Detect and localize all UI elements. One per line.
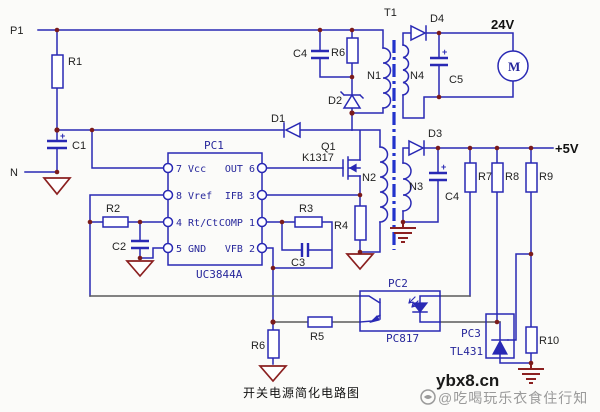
watermark-tagline: @吃喝玩乐衣食住行知	[438, 390, 588, 406]
capacitor-c3: C3	[291, 243, 310, 269]
winding-n1-label: N1	[367, 70, 381, 82]
winding-n4	[402, 44, 410, 96]
pin-comp: COMP 1	[219, 218, 255, 229]
winding-n2-label: N2	[362, 172, 376, 184]
svg-text:+: +	[441, 162, 446, 172]
winding-n4-label: N4	[410, 70, 424, 82]
resistor-r10-label: R10	[539, 335, 559, 347]
resistor-r9-label: R9	[539, 171, 553, 183]
motor-m: M	[497, 50, 529, 82]
capacitor-c3-label: C3	[291, 257, 305, 269]
resistor-r10: R10	[525, 326, 559, 354]
ground-symbols	[42, 177, 544, 384]
mosfet-q1-part: K1317	[302, 152, 334, 164]
winding-n3	[402, 162, 412, 212]
diode-d2-label: D2	[328, 95, 342, 107]
optocoupler-pc2: PC2 PC817	[359, 277, 441, 345]
regulator-pc3-name: PC3	[461, 327, 481, 340]
capacitor-c4-top: C4	[293, 48, 329, 60]
regulator-pc3-part: TL431	[450, 345, 483, 358]
ground-r4	[345, 253, 375, 271]
capacitor-c1: + C1	[47, 131, 86, 152]
gray-wiring	[89, 295, 501, 323]
ic-pc1-name: PC1	[204, 139, 224, 152]
capacitor-c5: + C5	[430, 47, 463, 86]
pin-vcc: 7 Vcc	[176, 164, 206, 175]
diode-d1: D1	[271, 113, 301, 139]
earth-ground-r10	[518, 363, 544, 384]
terminal-p1-label: P1	[10, 25, 23, 37]
diode-d4: D4	[410, 13, 444, 42]
capacitor-c2-label: C2	[112, 241, 126, 253]
resistor-r6-bottom-label: R6	[251, 340, 265, 352]
resistor-r4-label: R4	[334, 220, 348, 232]
resistor-r5-label: R5	[310, 331, 324, 343]
resistor-r8-label: R8	[505, 171, 519, 183]
junction-dots	[54, 27, 534, 366]
watermark-site: ybx8.cn	[436, 371, 499, 390]
diode-d2: D2	[328, 90, 365, 109]
regulator-pc3: PC3 TL431	[450, 313, 515, 359]
rail-5v-label: +5V	[555, 141, 579, 156]
ic-pc1-part: UC3844A	[196, 268, 243, 281]
resistor-r9: R9	[525, 162, 553, 193]
resistor-r7: R7	[464, 162, 492, 193]
winding-n2	[379, 146, 389, 223]
optocoupler-pc2-name: PC2	[388, 277, 408, 290]
diode-d1-label: D1	[271, 113, 285, 125]
winding-n1	[382, 47, 392, 109]
watermark-icon	[420, 389, 436, 405]
diode-d3-label: D3	[428, 128, 442, 140]
resistor-r1: R1	[51, 54, 82, 89]
motor-label: M	[508, 59, 520, 74]
wiring	[24, 29, 554, 365]
winding-n3-label: N3	[409, 181, 423, 193]
resistor-r1-label: R1	[68, 56, 82, 68]
resistor-r7-label: R7	[478, 171, 492, 183]
pin-vfb: VFB 2	[225, 244, 255, 255]
schematic-title: 开关电源简化电路图	[243, 385, 360, 400]
ic-pc1: PC1 UC3844A 7 Vcc 8 Vref 4 Rt/Ct 5 GND O…	[162, 139, 268, 281]
ground-c1	[42, 177, 72, 196]
mosfet-q1-label: Q1	[321, 141, 336, 153]
pin-vref: 8 Vref	[176, 191, 212, 202]
diode-d3: D3	[408, 128, 442, 157]
capacitor-c2: C2	[112, 239, 149, 253]
pin-gnd: 5 GND	[176, 244, 206, 255]
terminal-n-label: N	[10, 167, 18, 179]
capacitor-c4-secondary-label: C4	[445, 191, 459, 203]
transformer-label: T1	[384, 7, 397, 19]
capacitor-c5-label: C5	[449, 74, 463, 86]
svg-text:+: +	[60, 131, 65, 141]
pin-ifb: IFB 3	[225, 191, 255, 202]
optocoupler-pc2-part: PC817	[386, 332, 419, 345]
pin-rtct: 4 Rt/Ct	[176, 218, 218, 229]
rail-24v-label: 24V	[491, 17, 514, 32]
resistor-r5: R5	[307, 316, 333, 343]
pin-out: OUT 6	[225, 164, 255, 175]
resistor-r2-label: R2	[106, 203, 120, 215]
svg-text:+: +	[442, 47, 447, 57]
resistor-r4: R4	[334, 205, 367, 241]
resistor-r3: R3	[294, 203, 323, 228]
mosfet-q1: Q1 K1317	[302, 141, 361, 180]
resistor-r6-top: R6	[331, 37, 359, 64]
earth-ground-n3	[390, 222, 416, 243]
diode-d4-label: D4	[430, 13, 444, 25]
capacitor-c1-label: C1	[72, 140, 86, 152]
resistor-r6-top-label: R6	[331, 47, 345, 59]
resistor-r8: R8	[491, 162, 519, 193]
transformer-t1: T1 N1 N2 N3 N4	[362, 7, 424, 250]
capacitor-c4-secondary: + C4	[429, 162, 459, 203]
ground-r6	[258, 365, 288, 383]
resistor-r3-label: R3	[299, 203, 313, 215]
resistor-r6-bottom: R6	[251, 329, 280, 359]
resistor-r2: R2	[102, 203, 129, 228]
capacitor-c4-top-label: C4	[293, 48, 307, 60]
ground-c2	[125, 260, 155, 278]
